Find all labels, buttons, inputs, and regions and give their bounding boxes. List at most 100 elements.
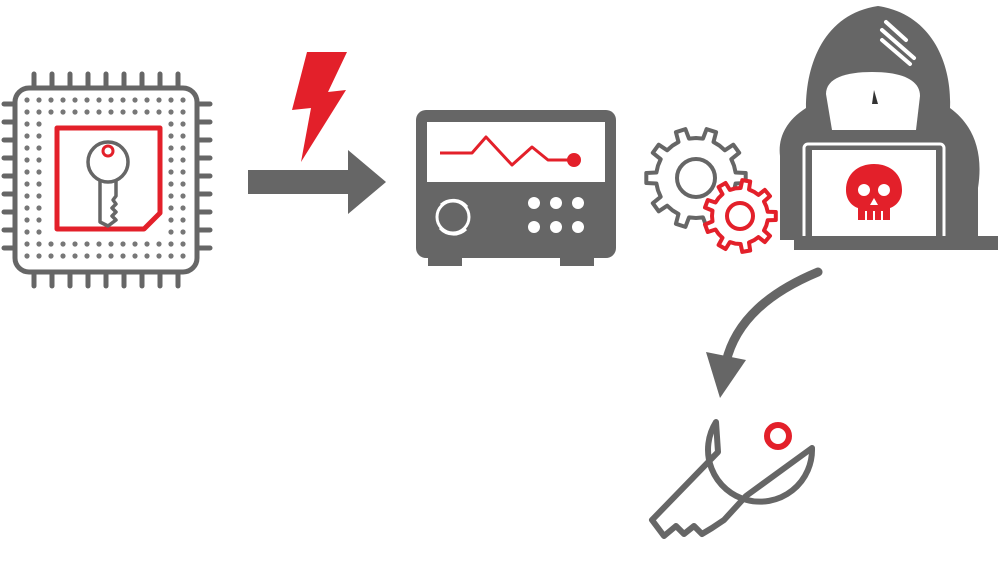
chip-dot (168, 181, 174, 187)
device-knob (435, 198, 471, 236)
gray-gear-hub (675, 157, 717, 199)
chip-dot (36, 241, 42, 247)
chip-dot (24, 229, 30, 235)
chip-dot (132, 253, 138, 259)
chip-dot (60, 109, 66, 115)
device-buttons (528, 197, 584, 233)
chip-dot (36, 97, 42, 103)
chip-dot (168, 253, 174, 259)
chip-dot (168, 169, 174, 175)
chip-dot (180, 157, 186, 163)
chip-dot (84, 109, 90, 115)
chip-dot (180, 253, 186, 259)
chip-dot (24, 217, 30, 223)
chip-dot (84, 97, 90, 103)
chip-dot (120, 241, 126, 247)
chip-dot (108, 241, 114, 247)
chip-dot (120, 109, 126, 115)
chip-dot (36, 133, 42, 139)
chip-dot (144, 253, 150, 259)
chip-dot (72, 241, 78, 247)
chip-dot (36, 253, 42, 259)
chip-dot (180, 109, 186, 115)
chip-dot (132, 97, 138, 103)
extracted-key-icon (649, 419, 816, 539)
chip-dot (156, 253, 162, 259)
chip-dot (84, 253, 90, 259)
chip-dot (180, 121, 186, 127)
chip-dot (72, 97, 78, 103)
chip-dot (36, 217, 42, 223)
chip-dot (108, 109, 114, 115)
chip-dot (144, 97, 150, 103)
chip-die-frame (54, 125, 163, 232)
chip-dot (96, 109, 102, 115)
chip-dot (108, 253, 114, 259)
chip-dot (24, 241, 30, 247)
chip-dot (96, 97, 102, 103)
chip-dot (180, 205, 186, 211)
hooded-hacker-icon (779, 6, 998, 250)
chip-dot (60, 97, 66, 103)
device-waveform (440, 135, 574, 167)
chip-dot (36, 193, 42, 199)
chip-dot (24, 205, 30, 211)
chip-dot (180, 193, 186, 199)
chip-dot (168, 145, 174, 151)
chip-dot (168, 97, 174, 103)
chip-dot (168, 241, 174, 247)
gears-icon (644, 127, 778, 254)
chip-dot (24, 97, 30, 103)
chip-dot (24, 253, 30, 259)
chip-dot (48, 253, 54, 259)
skull-icon (846, 164, 902, 220)
chip-dot (168, 133, 174, 139)
chip-dot (36, 121, 42, 127)
chip-dot (24, 181, 30, 187)
red-gear-hub (725, 201, 755, 231)
chip-dot (24, 145, 30, 151)
chip-dot (84, 241, 90, 247)
chip-dot (48, 97, 54, 103)
chip-dot (180, 169, 186, 175)
chip-dot (180, 145, 186, 151)
chip-dot (48, 241, 54, 247)
chip-dot (36, 205, 42, 211)
key-hole (764, 422, 792, 450)
chip-dot (24, 121, 30, 127)
chip-dot (24, 133, 30, 139)
chip-dot (156, 241, 162, 247)
chip-dot (168, 217, 174, 223)
chip-dot (72, 253, 78, 259)
chip-dot-grid (24, 97, 186, 259)
chip-dot (36, 109, 42, 115)
chip-dot (144, 109, 150, 115)
chip-dot (180, 97, 186, 103)
chip-dot (60, 241, 66, 247)
curved-down-arrow-icon (706, 267, 823, 398)
chip-dot (168, 157, 174, 163)
chip-dot (60, 253, 66, 259)
chip-dot (96, 253, 102, 259)
chip-dot (180, 241, 186, 247)
chip-dot (36, 157, 42, 163)
chip-dot (24, 157, 30, 163)
chip-dot (24, 193, 30, 199)
hood-shine (880, 20, 916, 66)
chip-dot (168, 109, 174, 115)
chip-dot (180, 229, 186, 235)
chip-dot (180, 181, 186, 187)
chip-dot (168, 229, 174, 235)
chip-dot (168, 205, 174, 211)
chip-dot (180, 217, 186, 223)
chip-dot (144, 241, 150, 247)
chip-dot (24, 169, 30, 175)
chip-dot (120, 97, 126, 103)
hacker-nose (872, 90, 878, 104)
chip-dot (48, 109, 54, 115)
chip-dot (96, 241, 102, 247)
key-outline (649, 419, 816, 539)
chip-dot (156, 109, 162, 115)
